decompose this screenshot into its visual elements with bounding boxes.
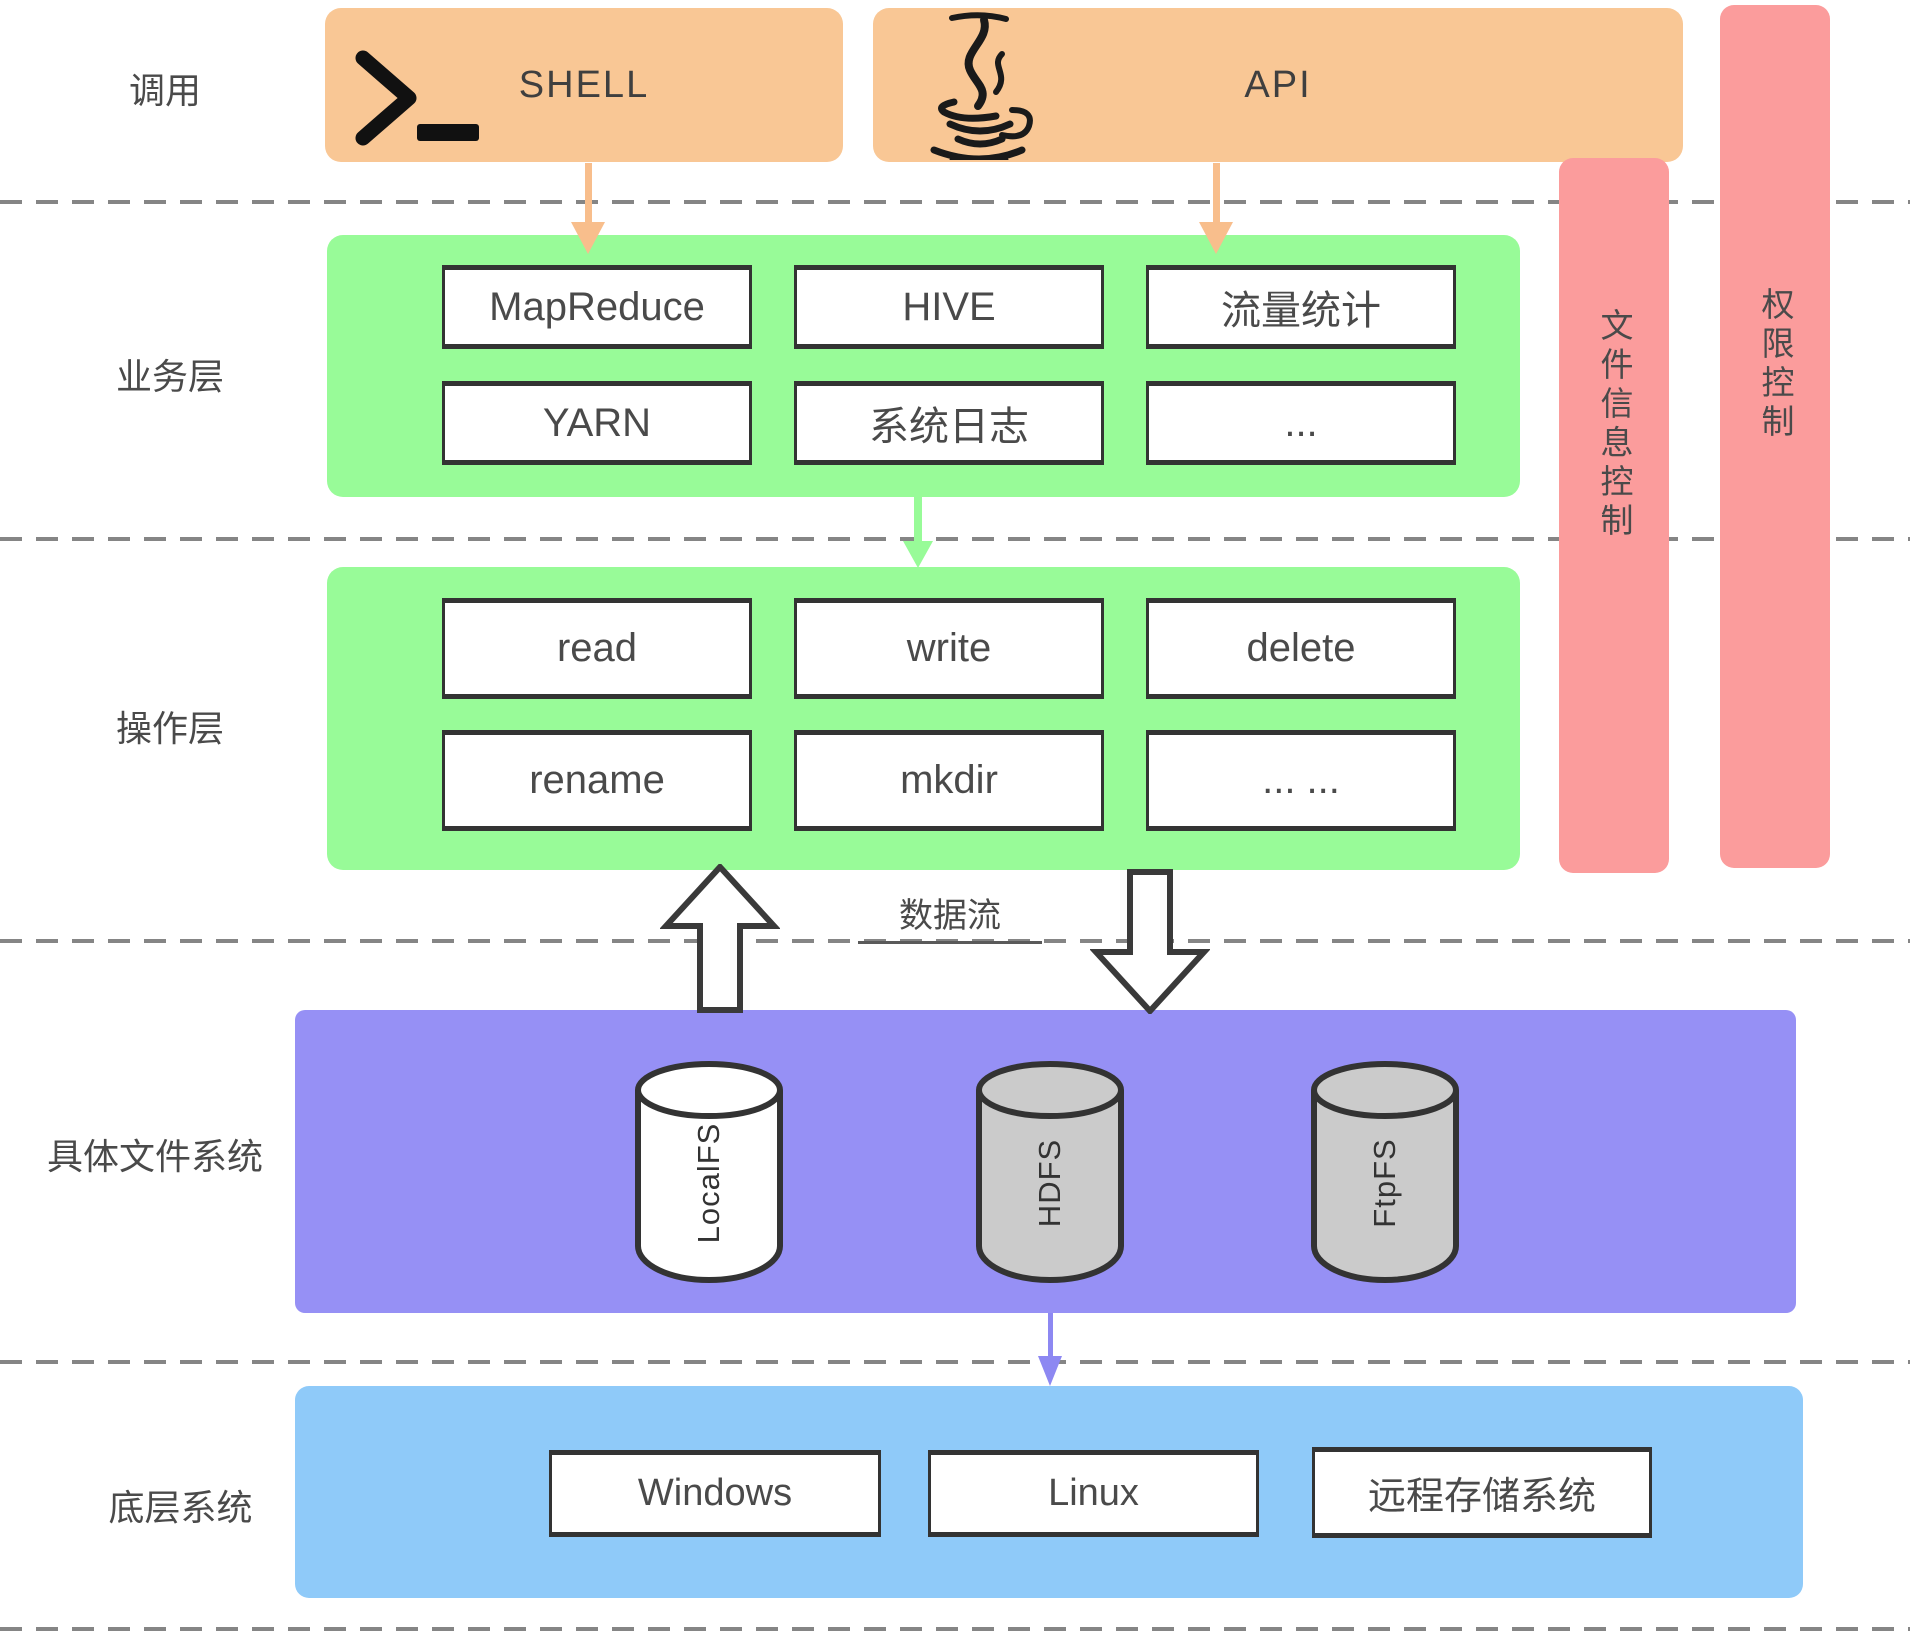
data-flow-label: 数据流 [858,888,1042,944]
layer-separator-4 [0,1360,1910,1364]
cylinder-localfs-label: LocalFS [691,1122,726,1244]
operation-box: rename [442,730,752,831]
cylinder-ftpfs: FtpFS [1310,1060,1460,1288]
base-system-box: Linux [928,1450,1259,1537]
data-flow-up-arrow [660,864,780,1013]
operation-box: delete [1146,598,1456,699]
layer-separator-2 [0,537,1910,541]
cylinder-ftpfs-label: FtpFS [1367,1138,1402,1228]
layer-label-invoke: 调用 [128,70,201,111]
layer-label-base: 底层系统 [108,1487,253,1528]
permission-control-label: 权限控制 [1757,287,1794,443]
business-box: 流量统计 [1146,265,1456,349]
permission-control-bar: 权限控制 [1720,5,1830,868]
terminal-icon [351,48,483,150]
layer-separator-5 [0,1627,1910,1631]
file-info-control-label: 文件信息控制 [1596,308,1633,542]
business-box: YARN [442,381,752,465]
business-box: HIVE [794,265,1104,349]
operation-box: ... ... [1146,730,1456,831]
layer-label-operation: 操作层 [115,708,224,749]
cylinder-hdfs-label: HDFS [1032,1138,1067,1228]
layer-label-business: 业务层 [115,356,224,397]
cylinder-hdfs: HDFS [975,1060,1125,1288]
shell-label: SHELL [518,63,650,106]
business-box: MapReduce [442,265,752,349]
shell-box: SHELL [325,8,843,162]
operation-box: write [794,598,1104,699]
api-label: API [1244,63,1312,106]
layer-separator-1 [0,200,1910,204]
file-info-control-bar: 文件信息控制 [1559,158,1669,873]
business-box: 系统日志 [794,381,1104,465]
java-coffee-icon [918,10,1040,160]
data-flow-down-arrow [1090,869,1210,1014]
operation-box: mkdir [794,730,1104,831]
base-system-box: 远程存储系统 [1312,1447,1652,1538]
cylinder-localfs: LocalFS [634,1060,784,1288]
operation-box: read [442,598,752,699]
layer-label-filesystem: 具体文件系统 [46,1136,263,1177]
business-box: ... [1146,381,1456,465]
base-system-box: Windows [549,1450,881,1537]
api-box: API [873,8,1683,162]
